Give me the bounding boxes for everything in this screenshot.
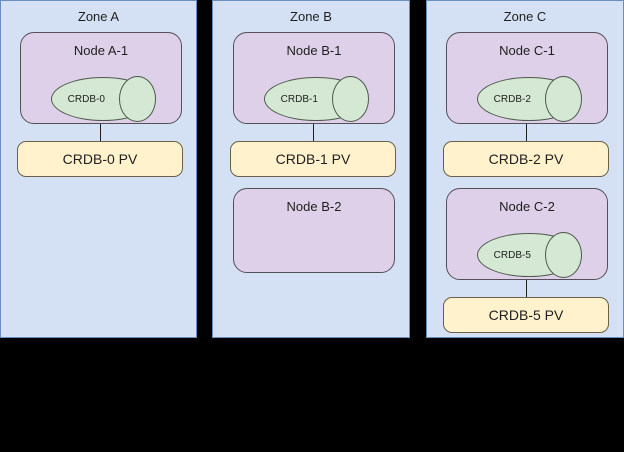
node-c-1[interactable]: Node C-1 CRDB-2 xyxy=(446,32,608,124)
pv-label: CRDB-1 PV xyxy=(275,151,351,167)
database-label: CRDB-5 xyxy=(493,249,531,261)
pv-label: CRDB-0 PV xyxy=(62,151,138,167)
connector-node-b-1-to-pv xyxy=(313,124,314,141)
node-c-1-title: Node C-1 xyxy=(499,43,555,58)
node-b-1-title: Node B-1 xyxy=(286,43,342,58)
cylinder-end-cap xyxy=(118,76,156,122)
cylinder-end-cap xyxy=(544,76,582,122)
database-label: CRDB-2 xyxy=(493,93,531,105)
node-a-1-title: Node A-1 xyxy=(73,43,129,58)
node-b-2-title: Node B-2 xyxy=(286,199,342,214)
pv-label: CRDB-5 PV xyxy=(488,307,564,323)
zone-c[interactable]: Zone C Node C-1 CRDB-2 CRDB-2 PV Node C-… xyxy=(426,0,624,338)
node-a-1[interactable]: Node A-1 CRDB-0 xyxy=(20,32,182,124)
pv-crdb-2[interactable]: CRDB-2 PV xyxy=(443,141,609,177)
pv-crdb-5[interactable]: CRDB-5 PV xyxy=(443,297,609,333)
database-cylinder-crdb-1[interactable]: CRDB-1 xyxy=(264,76,369,122)
zone-c-title: Zone C xyxy=(503,9,547,24)
zone-a[interactable]: Zone A Node A-1 CRDB-0 CRDB-0 PV xyxy=(0,0,197,338)
database-cylinder-crdb-2[interactable]: CRDB-2 xyxy=(477,76,582,122)
pv-crdb-1[interactable]: CRDB-1 PV xyxy=(230,141,396,177)
node-b-1[interactable]: Node B-1 CRDB-1 xyxy=(233,32,395,124)
pv-crdb-0[interactable]: CRDB-0 PV xyxy=(17,141,183,177)
zone-b[interactable]: Zone B Node B-1 CRDB-1 CRDB-1 PV Node B-… xyxy=(212,0,410,338)
node-c-2-title: Node C-2 xyxy=(499,199,555,214)
connector-node-c-2-to-pv xyxy=(526,280,527,297)
zone-a-title: Zone A xyxy=(77,9,120,24)
database-label: CRDB-0 xyxy=(67,93,105,105)
pv-label: CRDB-2 PV xyxy=(488,151,564,167)
cylinder-end-cap xyxy=(544,232,582,278)
node-c-2[interactable]: Node C-2 CRDB-5 xyxy=(446,188,608,280)
cylinder-end-cap xyxy=(331,76,369,122)
database-cylinder-crdb-0[interactable]: CRDB-0 xyxy=(51,76,156,122)
database-cylinder-crdb-5[interactable]: CRDB-5 xyxy=(477,232,582,278)
node-b-2[interactable]: Node B-2 xyxy=(233,188,395,273)
connector-node-c-1-to-pv xyxy=(526,124,527,141)
zone-b-title: Zone B xyxy=(290,9,332,24)
database-label: CRDB-1 xyxy=(280,93,318,105)
connector-node-a-1-to-pv xyxy=(100,124,101,141)
